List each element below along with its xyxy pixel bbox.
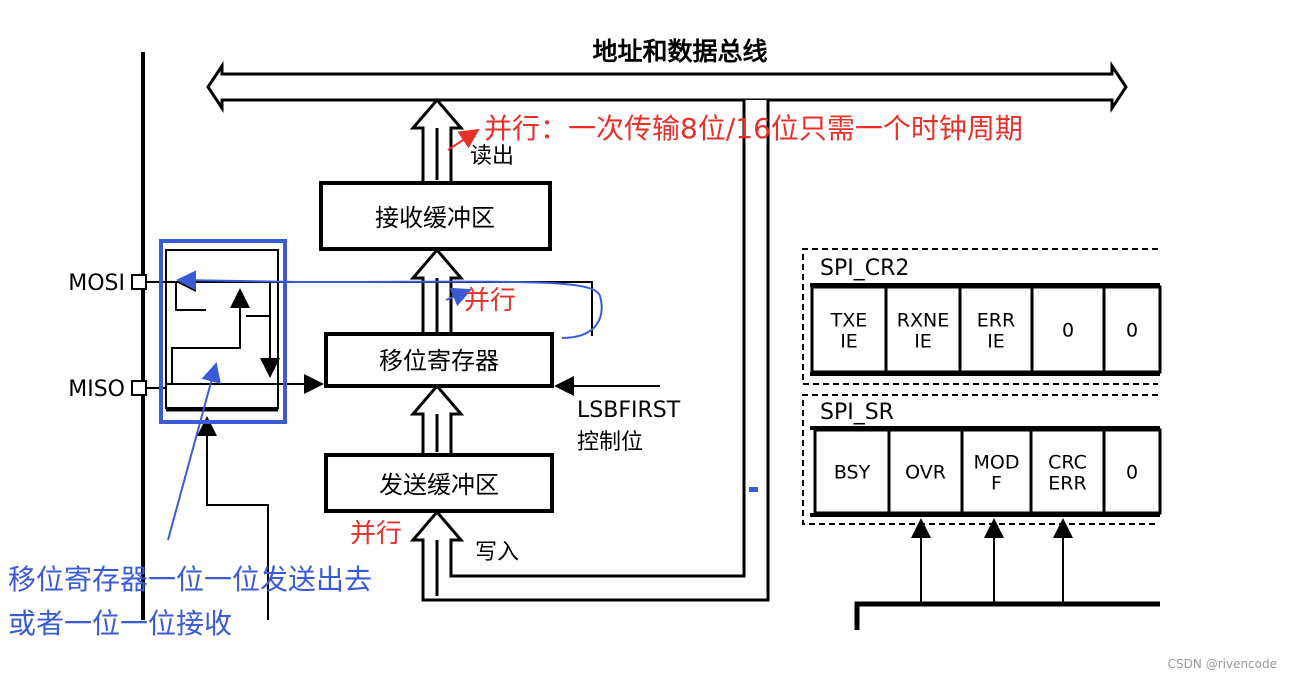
sr-cell-label: F xyxy=(991,473,1002,495)
mosi-label: MOSI xyxy=(68,271,125,296)
sr-input-arrows xyxy=(854,518,1160,630)
annotation-serial-line2: 或者一位一位接收 xyxy=(8,607,232,640)
annotation-serial-line1: 移位寄存器一位一位发送出去 xyxy=(8,563,372,596)
miso-label: MISO xyxy=(68,377,125,402)
annotation-blue-loop xyxy=(176,270,603,339)
cr2-cell-label: IE xyxy=(914,331,932,353)
cr2-cell-label: ERR xyxy=(977,310,1015,332)
spi-cr2-title: SPI_CR2 xyxy=(820,256,909,281)
sr-cell-label: BSY xyxy=(834,462,871,484)
bus-label: 地址和数据总线 xyxy=(592,37,767,66)
sr-cell-label: MOD xyxy=(974,452,1020,474)
cr2-cell xyxy=(1102,285,1162,374)
cr2-cell-label: IE xyxy=(987,331,1005,353)
write-label: 写入 xyxy=(475,540,519,565)
cr2-cell-label: TXE xyxy=(830,310,868,332)
sr-cell xyxy=(1102,428,1162,515)
mosi-pin xyxy=(131,274,147,290)
write-path xyxy=(409,100,770,602)
watermark: CSDN @rivencode xyxy=(1168,657,1277,671)
annotation-blue-pointer xyxy=(167,362,221,541)
spi-sr-title: SPI_SR xyxy=(820,400,894,425)
cr2-cell-label: 0 xyxy=(1126,320,1138,342)
rx-buffer-label: 接收缓冲区 xyxy=(375,204,495,232)
annotation-parallel-top: 并行：一次传输8位/16位只需一个时钟周期 xyxy=(484,112,1023,145)
sr-cell-label: ERR xyxy=(1048,473,1086,495)
sr-cell-label: OVR xyxy=(905,462,946,484)
sr-cell xyxy=(1029,428,1106,515)
read-label: 读出 xyxy=(470,144,514,169)
annotation-blue-box xyxy=(159,239,287,424)
rx-buffer-box xyxy=(319,181,552,251)
sr-cell-label: 0 xyxy=(1126,462,1138,484)
sr-cell xyxy=(960,428,1033,515)
annotation-parallel-bottom: 并行 xyxy=(350,519,402,549)
blue-mark xyxy=(749,487,758,492)
cr2-cell xyxy=(810,285,888,374)
lsbfirst-label-2: 控制位 xyxy=(577,430,643,455)
shift-register-label: 移位寄存器 xyxy=(379,347,499,375)
annotation-red-arrow xyxy=(447,128,480,151)
miso-pin xyxy=(131,380,147,396)
address-data-bus xyxy=(206,61,1128,113)
cr2-cell-label: 0 xyxy=(1062,320,1074,342)
lsbfirst-label-1: LSBFIRST xyxy=(577,398,681,423)
tx-buffer-label: 发送缓冲区 xyxy=(379,471,499,499)
cr2-cell xyxy=(1030,285,1106,374)
tx-buffer-box xyxy=(324,453,554,513)
annotation-blue-small-arrow xyxy=(445,287,472,307)
shift-register-box xyxy=(324,332,554,388)
cr2-cell xyxy=(884,285,962,374)
cr2-cell-label: IE xyxy=(840,331,858,353)
annotation-parallel-mid: 并行 xyxy=(464,286,516,316)
cr2-cell-label: RXNE xyxy=(897,310,949,332)
sr-cell-label: CRC xyxy=(1048,452,1087,474)
